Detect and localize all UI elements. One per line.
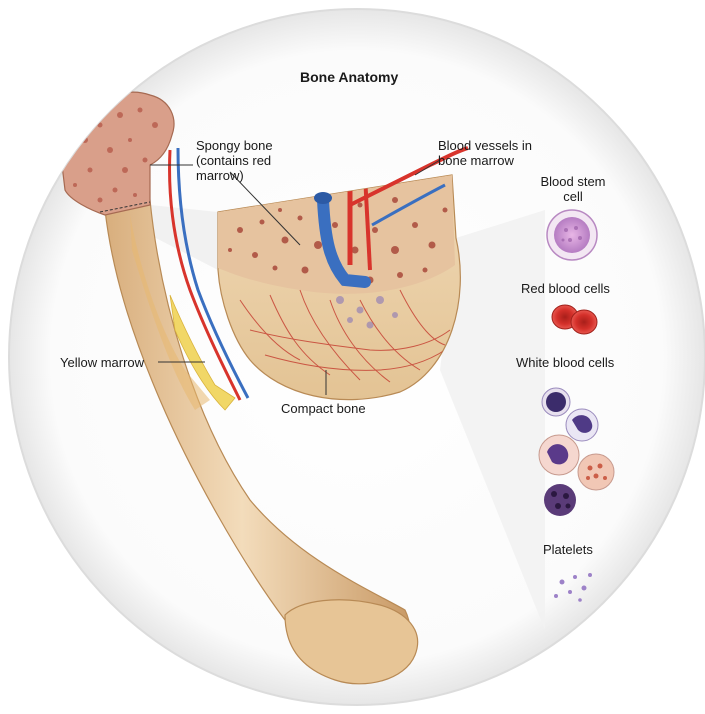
label-spongy-bone: Spongy bone (contains red marrow) [196,138,273,183]
label-white-blood-cells: White blood cells [516,355,614,370]
diagram-title: Bone Anatomy [300,69,398,85]
label-platelets: Platelets [543,542,593,557]
label-compact-bone: Compact bone [281,401,366,416]
label-blood-vessels: Blood vessels in bone marrow [438,138,532,168]
label-yellow-marrow: Yellow marrow [60,355,144,370]
label-red-blood-cells: Red blood cells [521,281,610,296]
blood-stem-cell [547,210,597,260]
vein-opening [314,192,332,204]
label-blood-stem-cell: Blood stem cell [536,174,610,204]
